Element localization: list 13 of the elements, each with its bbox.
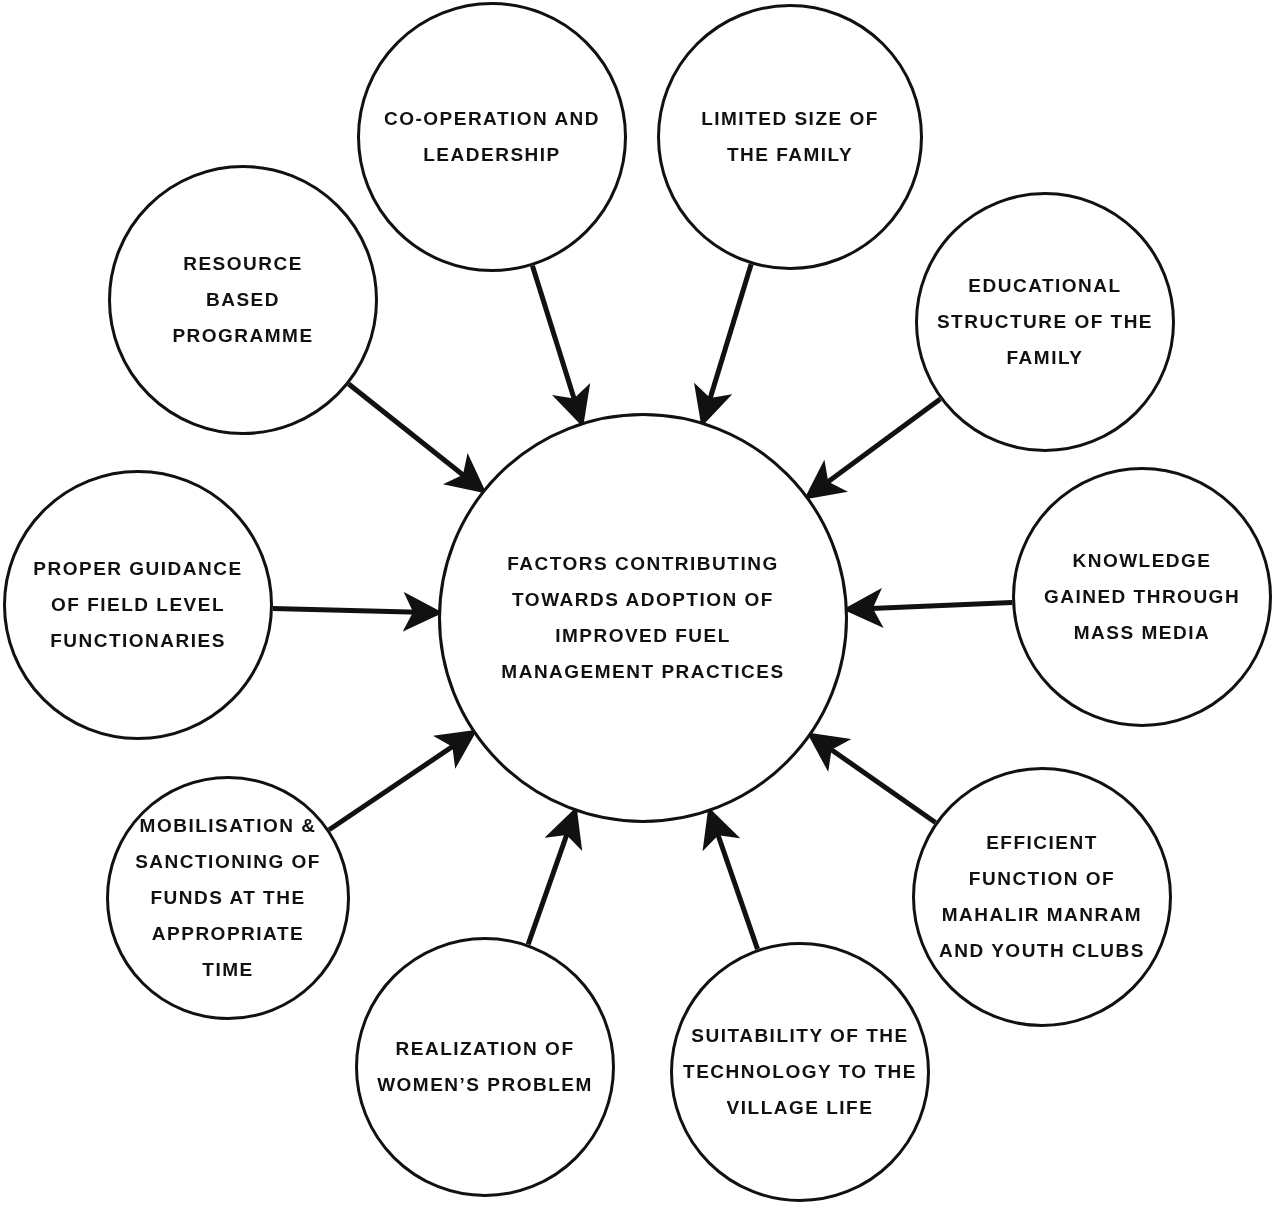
factor-text: MOBILISATION & SANCTIONING OF FUNDS AT THE APPROPRIATE TIME [134,814,322,982]
factor-text: EDUCATIONAL STRUCTURE OF THE FAMILY [935,274,1155,370]
factor-text: CO-OPERATION AND LEADERSHIP [382,107,602,167]
arrow [804,397,942,500]
factor-text: RESOURCE BASED PROGRAMME [171,252,315,348]
factor-text: SUITABILITY OF THE TECHNOLOGY TO THE VILLAGE LIFE [682,1024,918,1120]
factor-text: LIMITED SIZE OF THE FAMILY [700,107,880,167]
factor-text: PROPER GUIDANCE OF FIELD LEVEL FUNCTIONARIES [32,557,244,653]
factor-text: REALIZATION OF WOMEN’S PROBLEM [376,1037,594,1097]
arrow [347,382,487,494]
factor-text: EFFICIENT FUNCTION OF MAHALIR MANRAM AND YOUTH CLUBS [938,831,1146,963]
factor-text: FACTORS CONTRIBUTING TOWARDS ADOPTION OF IMPROVED FUEL MANAGEMENT PRACTICES [500,552,786,684]
factor-text: KNOWLEDGE GAINED THROUGH MASS MEDIA [1042,549,1242,645]
